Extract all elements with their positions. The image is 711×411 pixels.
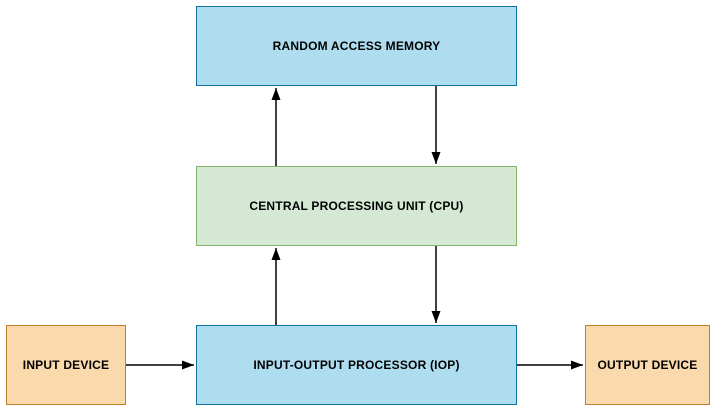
node-iop: INPUT-OUTPUT PROCESSOR (IOP) xyxy=(196,325,517,405)
node-output-device: OUTPUT DEVICE xyxy=(585,325,710,405)
node-ram: RANDOM ACCESS MEMORY xyxy=(196,6,517,86)
node-iop-label: INPUT-OUTPUT PROCESSOR (IOP) xyxy=(253,358,460,372)
node-ram-label: RANDOM ACCESS MEMORY xyxy=(272,39,441,53)
node-cpu-label: CENTRAL PROCESSING UNIT (CPU) xyxy=(249,199,464,213)
node-cpu: CENTRAL PROCESSING UNIT (CPU) xyxy=(196,166,517,246)
node-output-device-label: OUTPUT DEVICE xyxy=(597,358,698,372)
node-input-device-label: INPUT DEVICE xyxy=(22,358,110,372)
node-input-device: INPUT DEVICE xyxy=(6,325,126,405)
